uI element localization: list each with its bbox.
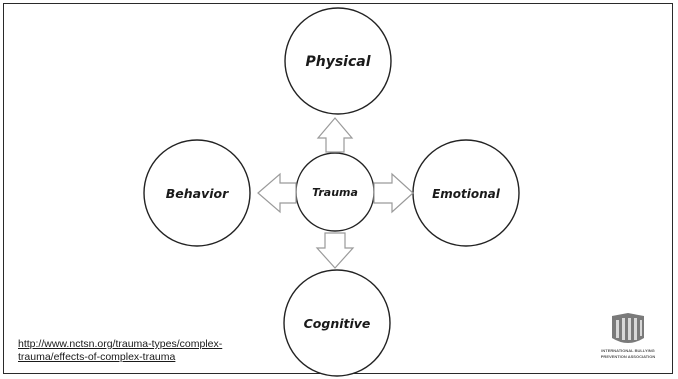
logo-line1: INTERNATIONAL BULLYING [601,348,654,353]
behavior-circle [143,139,251,247]
shield-icon [612,313,644,343]
source-link[interactable]: http://www.nctsn.org/trauma-types/comple… [18,338,223,363]
label-cognitive: Cognitive [304,316,371,331]
arrow-right [373,172,414,214]
label-physical: Physical [305,54,370,70]
arrow-up [316,117,354,153]
arrow-down [315,232,355,269]
label-trauma: Trauma [312,186,358,199]
arrow-left [257,172,297,214]
ibpa-logo: INTERNATIONAL BULLYING PREVENTION ASSOCI… [601,313,656,359]
label-emotional: Emotional [432,187,501,201]
physical-circle [284,7,392,115]
logo-line2: PREVENTION ASSOCIATION [601,354,656,359]
cognitive-circle [283,269,391,377]
label-behavior: Behavior [166,186,229,201]
